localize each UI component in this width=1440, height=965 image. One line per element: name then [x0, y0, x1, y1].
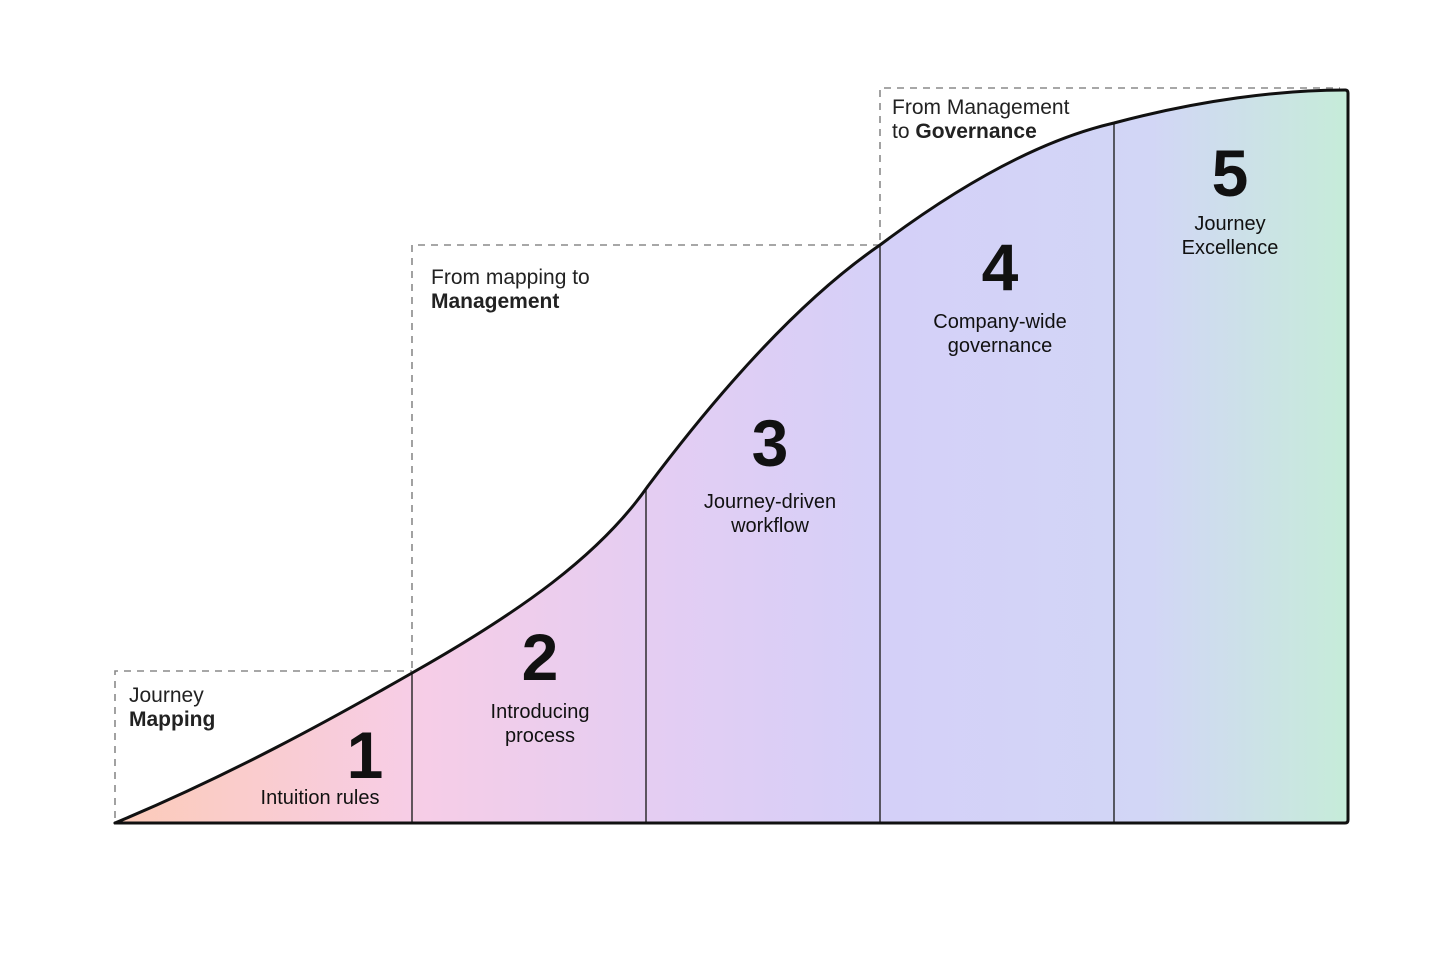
stage-1: 1 Intuition rules	[240, 722, 400, 810]
stage-5-number: 5	[1211, 136, 1249, 210]
stage-4: 4 Company-wide governance	[890, 234, 1110, 358]
region-label-management-strong: Management	[431, 290, 560, 313]
region-label-governance-line2: to Governance	[892, 120, 1069, 144]
stage-3: 3 Journey-driven workflow	[660, 410, 880, 538]
baseline-axis	[113, 88, 1350, 825]
stage-5-label: Journey Excellence	[1181, 213, 1279, 259]
region-outline-mapping	[114, 670, 412, 818]
stage-2-label: Introducing process	[490, 701, 590, 747]
maturity-curve-line	[113, 88, 1347, 825]
region-label-mapping-light: Journey	[129, 684, 204, 707]
region-label-mapping-strong: Mapping	[129, 708, 216, 731]
region-label-governance-strong: Governance	[915, 120, 1037, 143]
stage-1-label: Intuition rules	[260, 787, 380, 809]
region-label-management: From mapping to Management	[431, 266, 590, 314]
stage-2: 2 Introducing process	[440, 624, 640, 748]
region-label-mapping: Journey Mapping	[129, 684, 215, 732]
stage-4-number: 4	[981, 230, 1019, 304]
stage-2-number: 2	[521, 620, 559, 694]
curve-area-fill	[115, 90, 1348, 823]
region-outline-management	[411, 244, 880, 668]
stage-4-label: Company-wide governance	[933, 311, 1067, 357]
region-label-governance-light: From Management	[892, 96, 1070, 119]
region-label-management-light: From mapping to	[431, 266, 590, 289]
region-label-governance: From Management to Governance	[892, 96, 1069, 144]
stage-3-number: 3	[751, 406, 789, 480]
region-outline-governance	[879, 87, 1340, 240]
region-label-governance-prefix: to	[892, 120, 910, 143]
dashed-region-outlines	[114, 87, 1340, 818]
stage-3-label: Journey-driven workflow	[703, 491, 837, 537]
stage-dividers	[411, 110, 1115, 823]
stage-5: 5 Journey Excellence	[1130, 140, 1330, 260]
stage-1-number: 1	[346, 718, 384, 792]
